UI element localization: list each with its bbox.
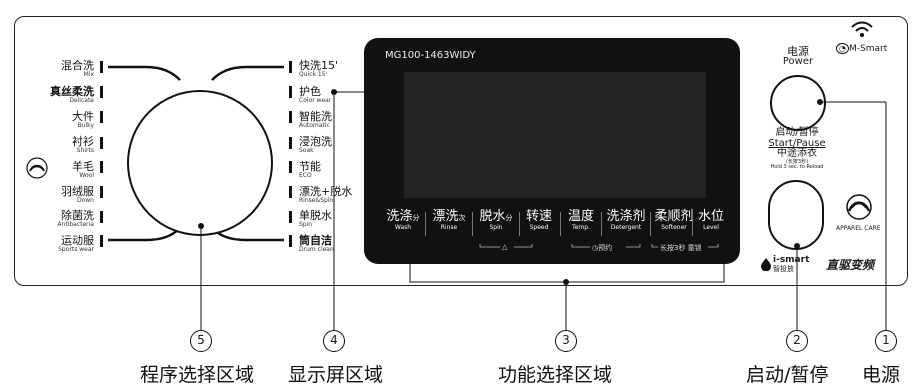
m-smart-label: ◔M-Smart bbox=[836, 43, 887, 54]
start-pause-button[interactable] bbox=[768, 180, 824, 250]
display-screen bbox=[404, 72, 706, 198]
separator bbox=[650, 212, 651, 236]
apparel-care-icon bbox=[846, 194, 872, 220]
tick-right-7 bbox=[289, 235, 292, 247]
tick-left-4 bbox=[100, 161, 103, 173]
caption-power: 电源 bbox=[862, 364, 901, 386]
callout-number-2: 2 bbox=[786, 330, 808, 352]
separator bbox=[560, 212, 561, 236]
hold-lock-label: 长按3秒 童锁 bbox=[660, 244, 702, 252]
power-label: 电源 Power bbox=[782, 45, 814, 67]
wifi-icon bbox=[851, 21, 873, 37]
callout-number-1: 1 bbox=[875, 330, 897, 352]
tick-left-1 bbox=[100, 86, 103, 98]
tick-right-3 bbox=[289, 137, 292, 149]
tick-left-3 bbox=[100, 137, 103, 149]
separator bbox=[601, 212, 602, 236]
drop-icon bbox=[761, 258, 771, 271]
power-button[interactable] bbox=[770, 75, 826, 131]
model-number: MG100-1463WIDY bbox=[385, 50, 476, 61]
tick-left-6 bbox=[100, 211, 103, 223]
tick-right-1 bbox=[289, 86, 292, 98]
caption-function-area: 功能选择区域 bbox=[498, 364, 613, 386]
tick-right-4 bbox=[289, 161, 292, 173]
program-knob[interactable] bbox=[127, 90, 273, 236]
separator bbox=[692, 212, 693, 236]
tick-right-5 bbox=[289, 186, 292, 198]
callout-number-4: 4 bbox=[323, 330, 345, 352]
program-quick: 快洗15'Quick 15' bbox=[299, 59, 339, 78]
apparel-care-label: APPAREL CARE bbox=[836, 225, 881, 232]
start-pause-label: 启动/暂停 Start/Pause 中途添衣 (长按3秒) Hold 3 sec… bbox=[768, 127, 826, 170]
tick-left-0 bbox=[100, 61, 103, 73]
child-lock-icon: △ bbox=[502, 243, 508, 251]
caption-program-area: 程序选择区域 bbox=[140, 364, 255, 386]
tick-left-2 bbox=[100, 111, 103, 123]
callout-number-3: 3 bbox=[555, 330, 577, 352]
caption-start-pause: 启动/暂停 bbox=[746, 364, 829, 386]
direct-drive-logo: 直驱变频 bbox=[826, 258, 875, 272]
tick-right-0 bbox=[289, 61, 292, 73]
tick-right-2 bbox=[289, 111, 292, 123]
tick-left-5 bbox=[100, 186, 103, 198]
wool-icon bbox=[26, 157, 48, 179]
delay-label: ◷预约 bbox=[592, 244, 613, 252]
callout-number-5: 5 bbox=[190, 330, 212, 352]
tick-right-6 bbox=[289, 211, 292, 223]
separator bbox=[472, 212, 473, 236]
caption-display-area: 显示屏区域 bbox=[288, 364, 384, 386]
separator bbox=[425, 212, 426, 236]
tick-left-7 bbox=[100, 235, 103, 247]
separator bbox=[519, 212, 520, 236]
